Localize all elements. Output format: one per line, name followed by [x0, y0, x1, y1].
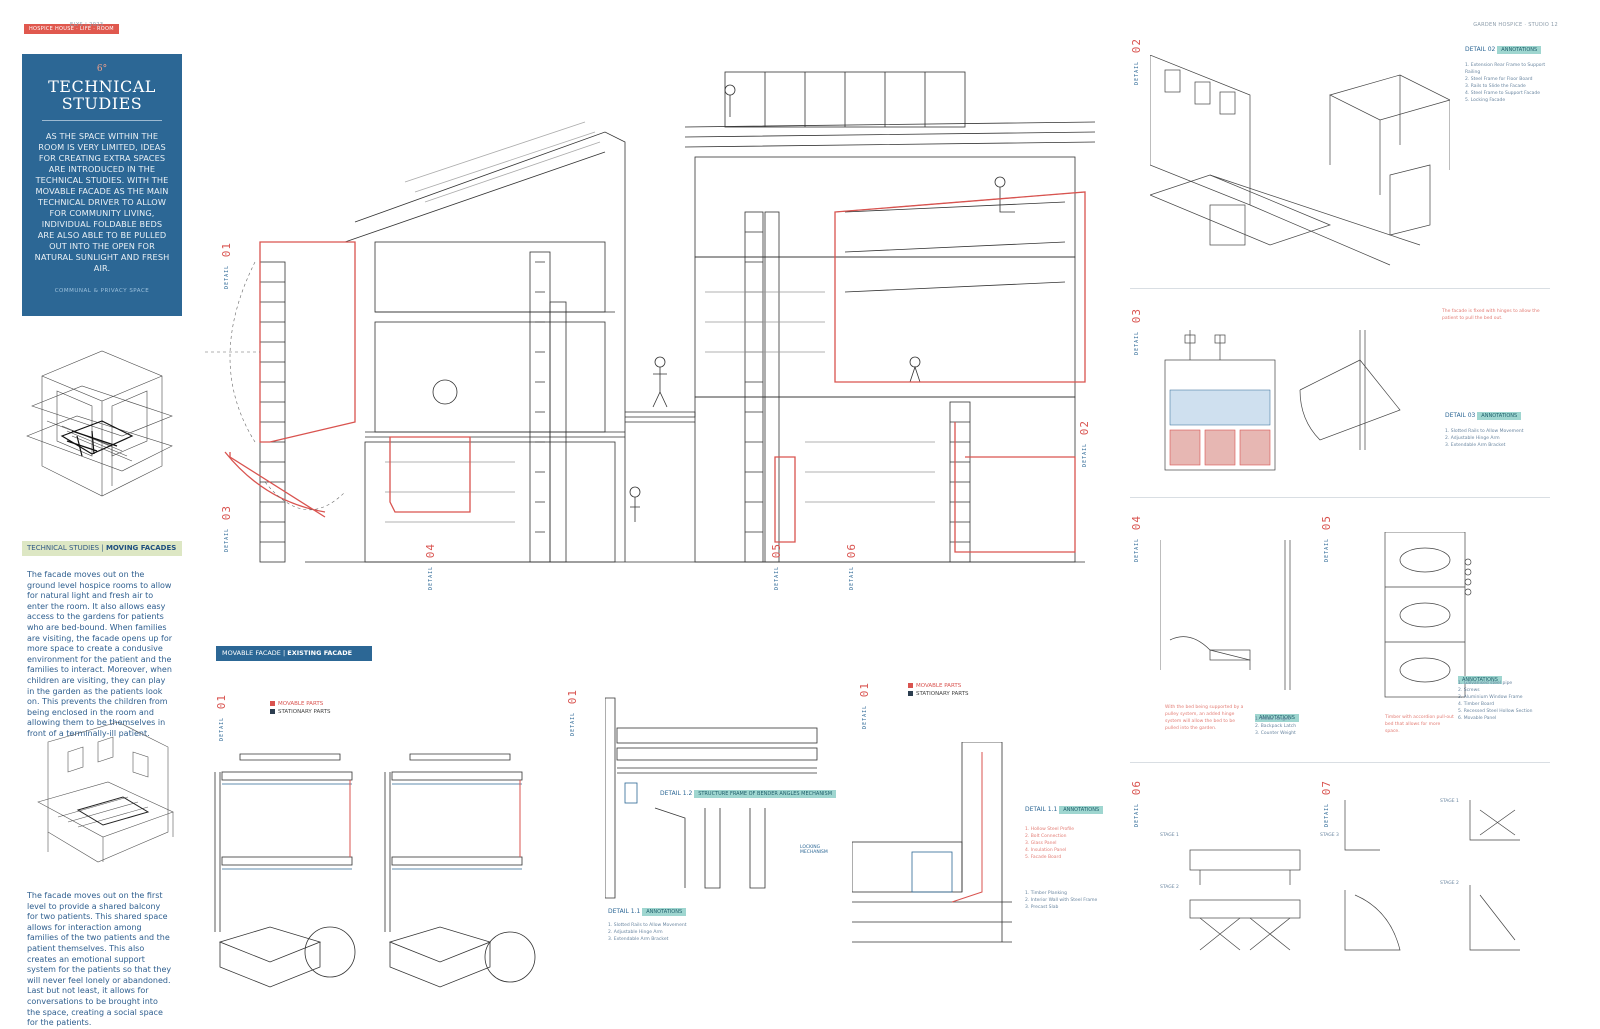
bottom-detail-marker-2: DETAIL 01 — [566, 689, 579, 736]
header-meta: ELYS | 2023 — [70, 22, 104, 28]
locking-label: LOCKING MECHANISM — [800, 845, 828, 855]
detail-1-2-label: DETAIL 1.2 STRUCTURE FRAME OF BENDER ANG… — [660, 790, 837, 798]
title-block: 6° TECHNICAL STUDIES AS THE SPACE WITHIN… — [22, 54, 182, 316]
detail-marker-04: DETAIL 04 — [424, 543, 437, 590]
stage-label-1: STAGE 1 — [1160, 833, 1179, 838]
right-detail-marker-02: DETAIL 02 — [1130, 38, 1143, 85]
stage-label-4: STAGE 1 — [1440, 799, 1459, 804]
detail-03-drawings — [1164, 330, 1401, 471]
detail-02-label: DETAIL 02 ANNOTATIONS — [1465, 46, 1542, 54]
detail-03-red-note: The facade is fixed with hinges to allow… — [1442, 309, 1540, 321]
corner-facade-detail — [852, 742, 1012, 943]
description-paragraph-ground: The facade moves out on the ground level… — [27, 570, 173, 738]
facade-frame-detail — [605, 697, 818, 899]
section-number: 6° — [96, 64, 108, 74]
section-label: MOVABLE FACADE | EXISTING FACADE — [216, 646, 372, 661]
stacked-bed-drawing — [1384, 532, 1472, 698]
detail-05-annotations-tag: ANNOTATIONS — [1458, 666, 1502, 685]
detail-marker-03: DETAIL 03 — [220, 505, 233, 552]
detail-05-red-note: Timber with accordion pull-out bed that … — [1385, 715, 1454, 734]
sliding-facade-axonometric — [1150, 55, 1450, 266]
detail-marker-01: DETAIL 01 — [220, 242, 233, 289]
main-section-drawing — [205, 71, 1096, 563]
header-credits: GARDEN HOSPICE · STUDIO 12 — [1473, 22, 1558, 28]
detail-02-notes: 1. Extension Rear Frame to Support Raili… — [1465, 63, 1546, 103]
detail-marker-05: DETAIL 05 — [770, 543, 783, 590]
stage-label-2: STAGE 2 — [1160, 885, 1179, 890]
intro-text: AS THE SPACE WITHIN THE ROOM IS VERY LIM… — [34, 131, 170, 273]
right-detail-marker-03: DETAIL 03 — [1130, 308, 1143, 355]
divider-2 — [1130, 497, 1550, 498]
banner-highlight: MOVING FACADES — [105, 544, 177, 552]
title-divider — [42, 120, 162, 121]
section-label-right: EXISTING FACADE — [287, 649, 353, 657]
legend-1: MOVABLE PARTS STATIONARY PARTS — [270, 700, 331, 716]
divider-1 — [1130, 288, 1550, 289]
right-detail-marker-04: DETAIL 04 — [1130, 515, 1143, 562]
legend-movable: MOVABLE PARTS — [278, 701, 324, 707]
axonometric-sketch-thumbnail — [26, 350, 173, 497]
right-detail-marker-06: DETAIL 06 — [1130, 780, 1143, 827]
divider-3 — [1130, 762, 1550, 763]
detail-1-1-label-a: DETAIL 1.1 ANNOTATIONS — [608, 908, 687, 916]
bottom-detail-marker-3: DETAIL 01 — [858, 682, 871, 729]
legend-2: MOVABLE PARTS STATIONARY PARTS — [908, 682, 969, 698]
section-label-left: MOVABLE FACADE | — [222, 649, 288, 657]
title-footer: COMMUNAL & PRIVACY SPACE — [54, 288, 150, 294]
detail-1-1-label-b: DETAIL 1.1 ANNOTATIONS — [1025, 806, 1104, 814]
balcony-isometric-thumbnail — [37, 722, 174, 863]
page-title: TECHNICAL STUDIES — [48, 77, 156, 113]
right-detail-marker-05: DETAIL 05 — [1320, 515, 1333, 562]
bed-pulley-drawing — [1160, 540, 1291, 690]
foldable-bed-stages — [1189, 800, 1520, 951]
legend-stationary: STATIONARY PARTS — [278, 709, 331, 715]
header-tag: HOSPICE HOUSE · LIFE · ROOM — [24, 24, 119, 34]
detail-marker-06: DETAIL 06 — [845, 543, 858, 590]
banner-label: TECHNICAL STUDIES | — [27, 544, 106, 552]
detail-04-red-note: With the bed being supported by a pulley… — [1165, 705, 1244, 731]
stage-label-5: STAGE 2 — [1440, 881, 1459, 886]
stage-label-3: STAGE 3 — [1320, 833, 1339, 838]
floor-detail-drawings — [214, 753, 536, 988]
detail-marker-02: DETAIL 02 — [1078, 420, 1091, 467]
description-paragraph-first-level: The facade moves out on the first level … — [27, 891, 172, 1028]
bottom-detail-marker-1: DETAIL 01 — [215, 694, 228, 741]
detail-04-annotations-tag: ANNOTATIONS — [1255, 704, 1299, 723]
detail-03-label: DETAIL 03 ANNOTATIONS — [1445, 412, 1522, 420]
subsection-banner: TECHNICAL STUDIES | MOVING FACADES — [22, 541, 182, 556]
